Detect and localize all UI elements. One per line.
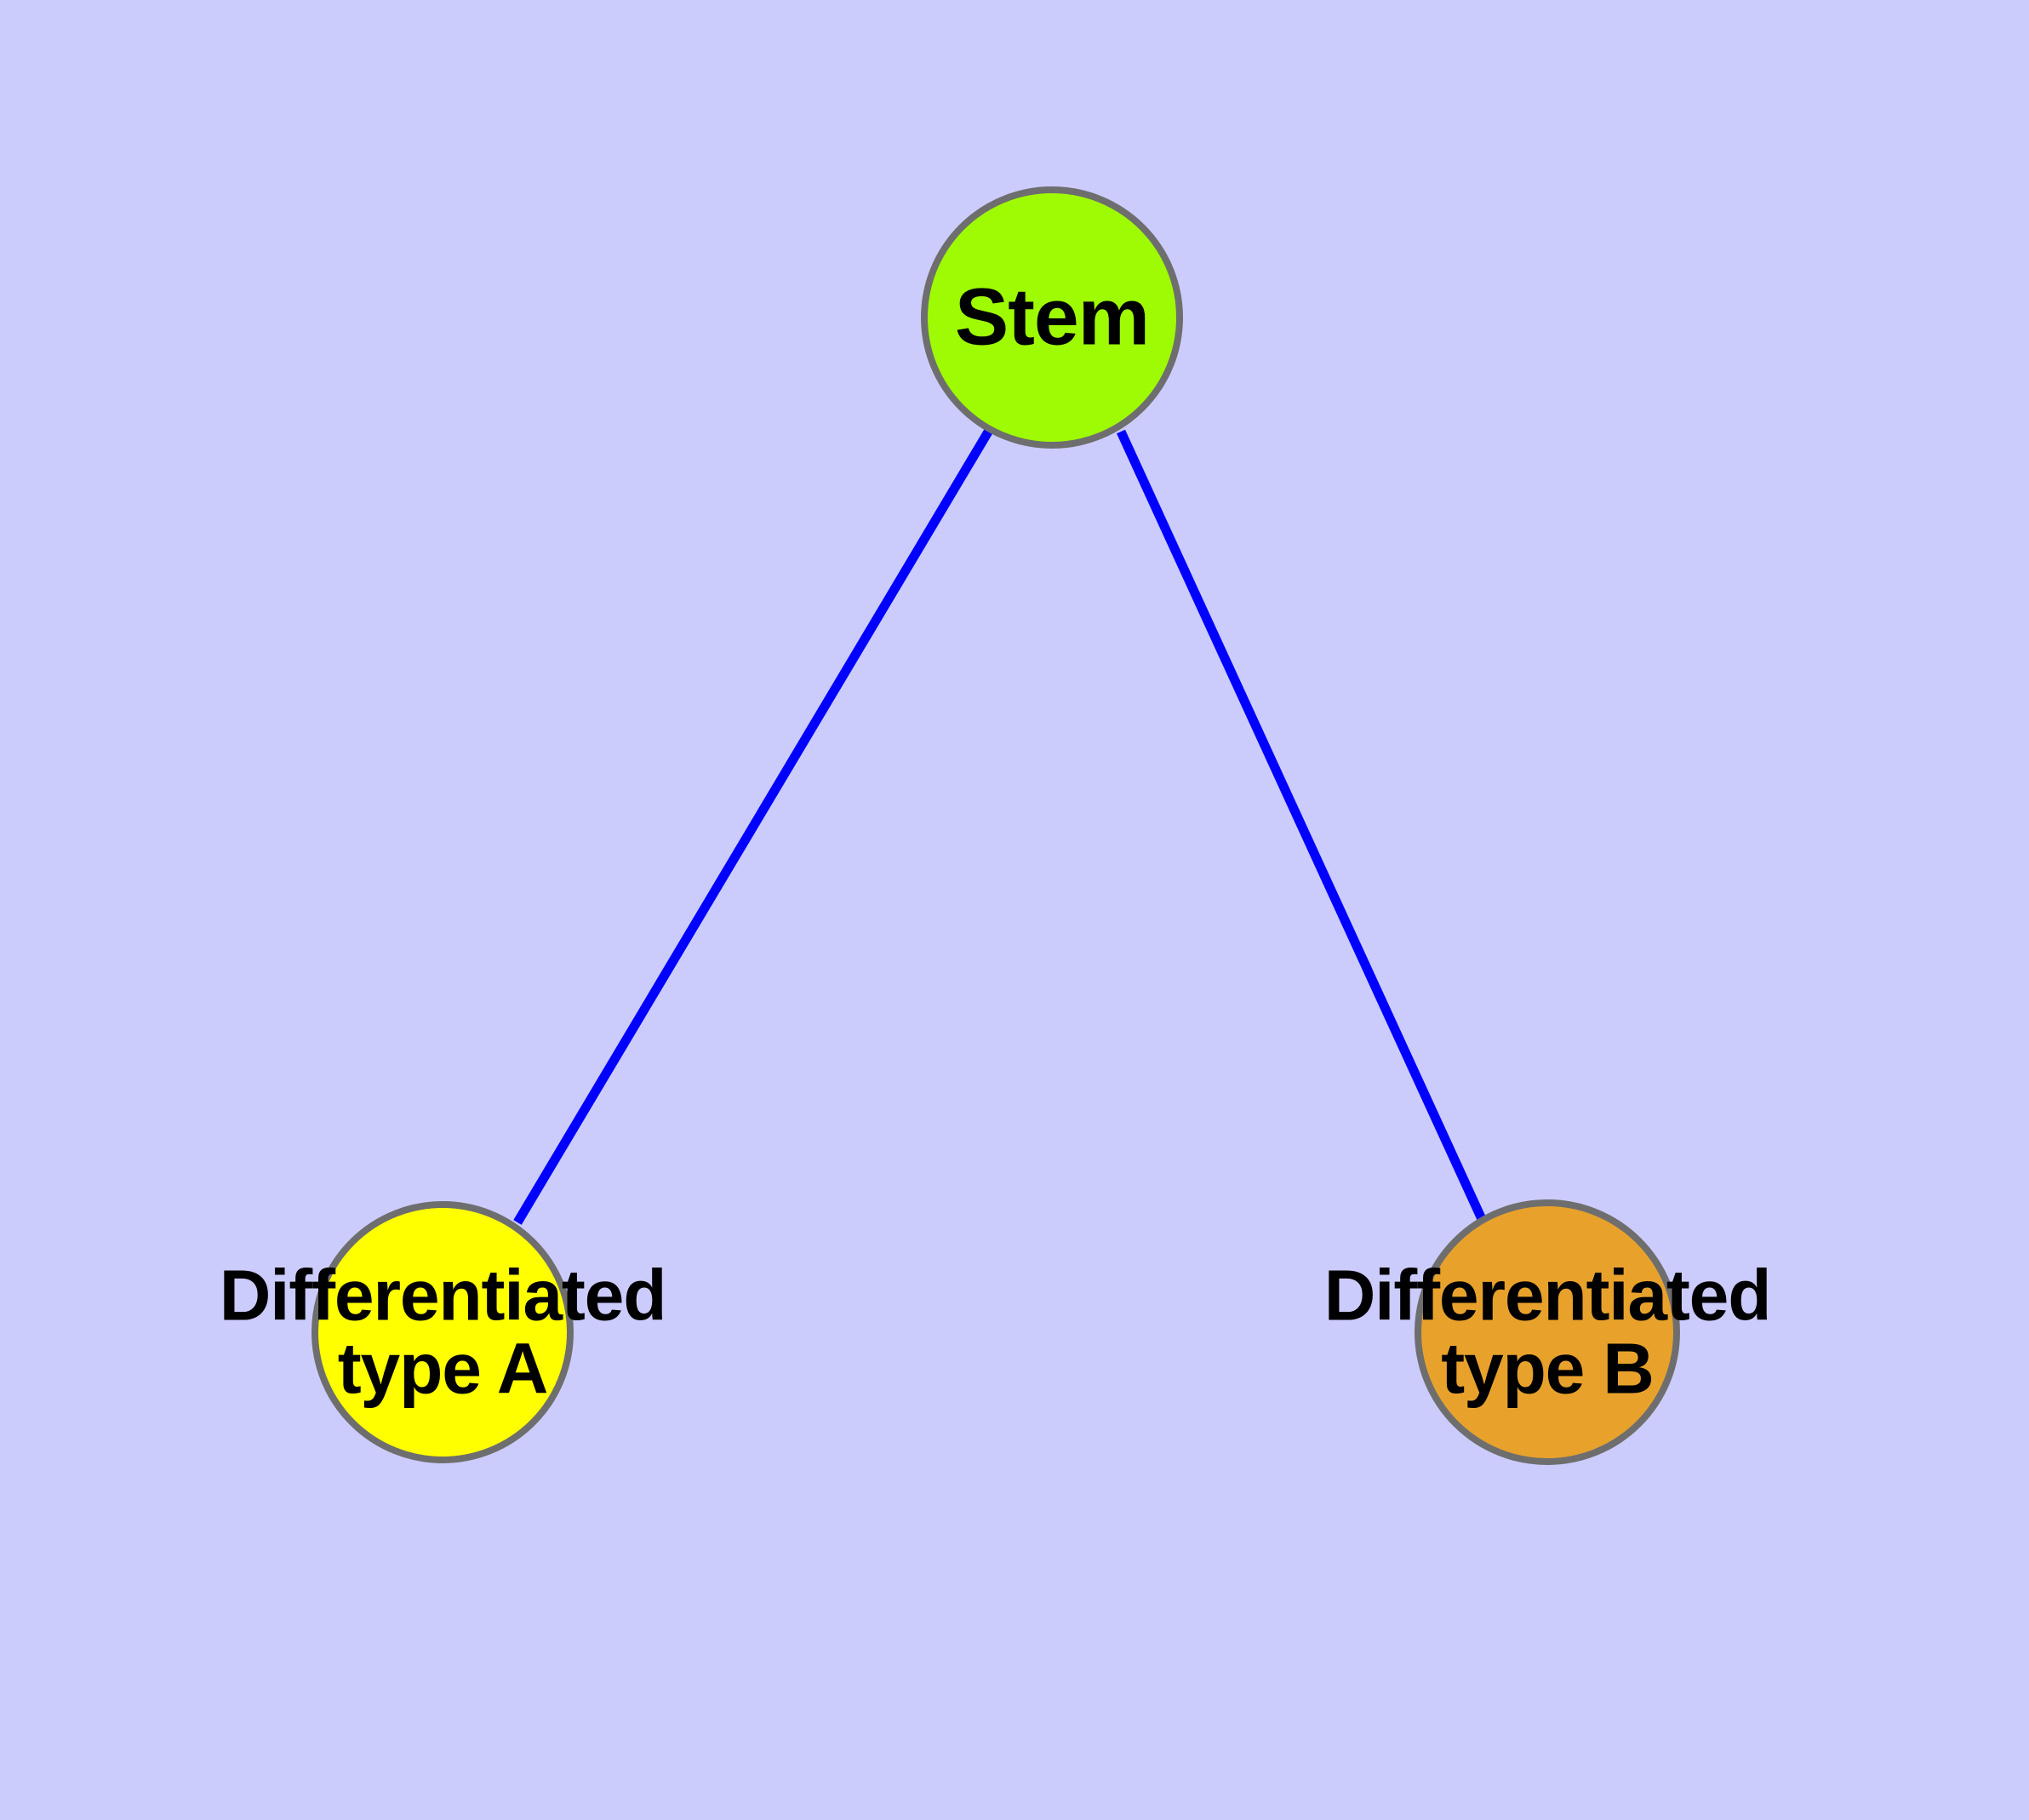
node-layer (311, 186, 1680, 1465)
edge-stem-to-differentiated-type-a[interactable] (513, 426, 994, 1225)
edge-stem-to-differentiated-type-b[interactable] (1117, 429, 1486, 1222)
node-differentiated-type-a[interactable] (311, 1201, 574, 1463)
edge-layer (513, 426, 1486, 1225)
node-stem[interactable] (921, 186, 1183, 449)
node-differentiated-type-b[interactable] (1415, 1199, 1680, 1465)
